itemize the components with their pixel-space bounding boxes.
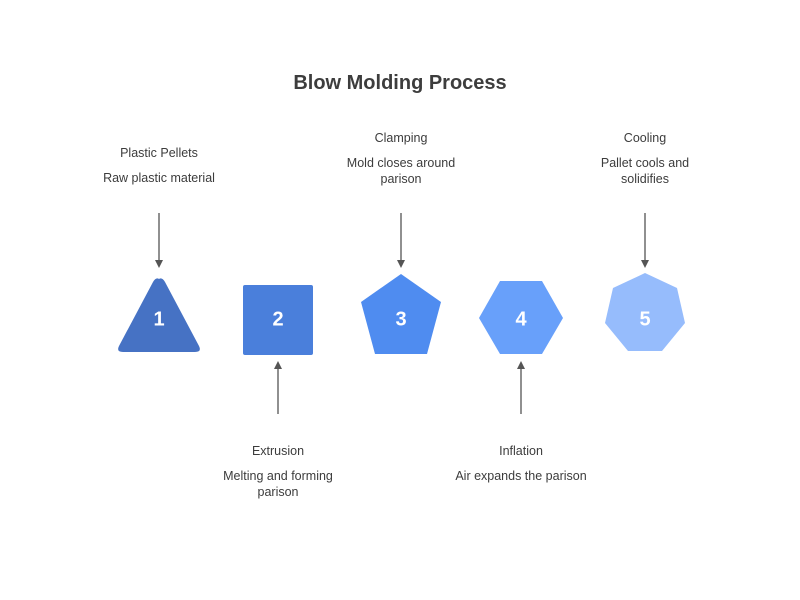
step-4-shape: 4 [479, 281, 563, 354]
step-4-description: Air expands the parison [455, 469, 587, 483]
step-4-name: Inflation [499, 444, 543, 458]
step-2-name: Extrusion [251, 444, 305, 458]
step-5-description: Pallet cools and solidifies [600, 156, 690, 186]
step-2-number: 2 [272, 308, 283, 330]
step-2-description: Melting and forming parison [223, 469, 333, 499]
step-5-number: 5 [639, 308, 650, 330]
step-1-description: Raw plastic material [103, 171, 215, 185]
step-3-name: Clamping [374, 131, 428, 145]
step-5-shape: 5 [605, 273, 685, 351]
step-2-label: Extrusion Melting and forming parison [203, 443, 353, 500]
step-3-description: Mold closes around parison [346, 156, 456, 186]
step-2-shape: 2 [243, 285, 313, 355]
step-3-label: Clamping Mold closes around parison [326, 130, 476, 187]
step-5-name: Cooling [623, 131, 667, 145]
step-5-label: Cooling Pallet cools and solidifies [570, 130, 720, 187]
step-3-number: 3 [395, 308, 406, 330]
step-1-label: Plastic Pellets Raw plastic material [84, 145, 234, 186]
step-1-number: 1 [153, 308, 164, 330]
step-1-shape: 1 [118, 278, 200, 352]
step-3-shape: 3 [361, 274, 441, 354]
step-4-label: Inflation Air expands the parison [446, 443, 596, 484]
diagram-title: Blow Molding Process [293, 72, 507, 94]
step-1-name: Plastic Pellets [120, 146, 198, 160]
step-4-number: 4 [515, 308, 527, 330]
